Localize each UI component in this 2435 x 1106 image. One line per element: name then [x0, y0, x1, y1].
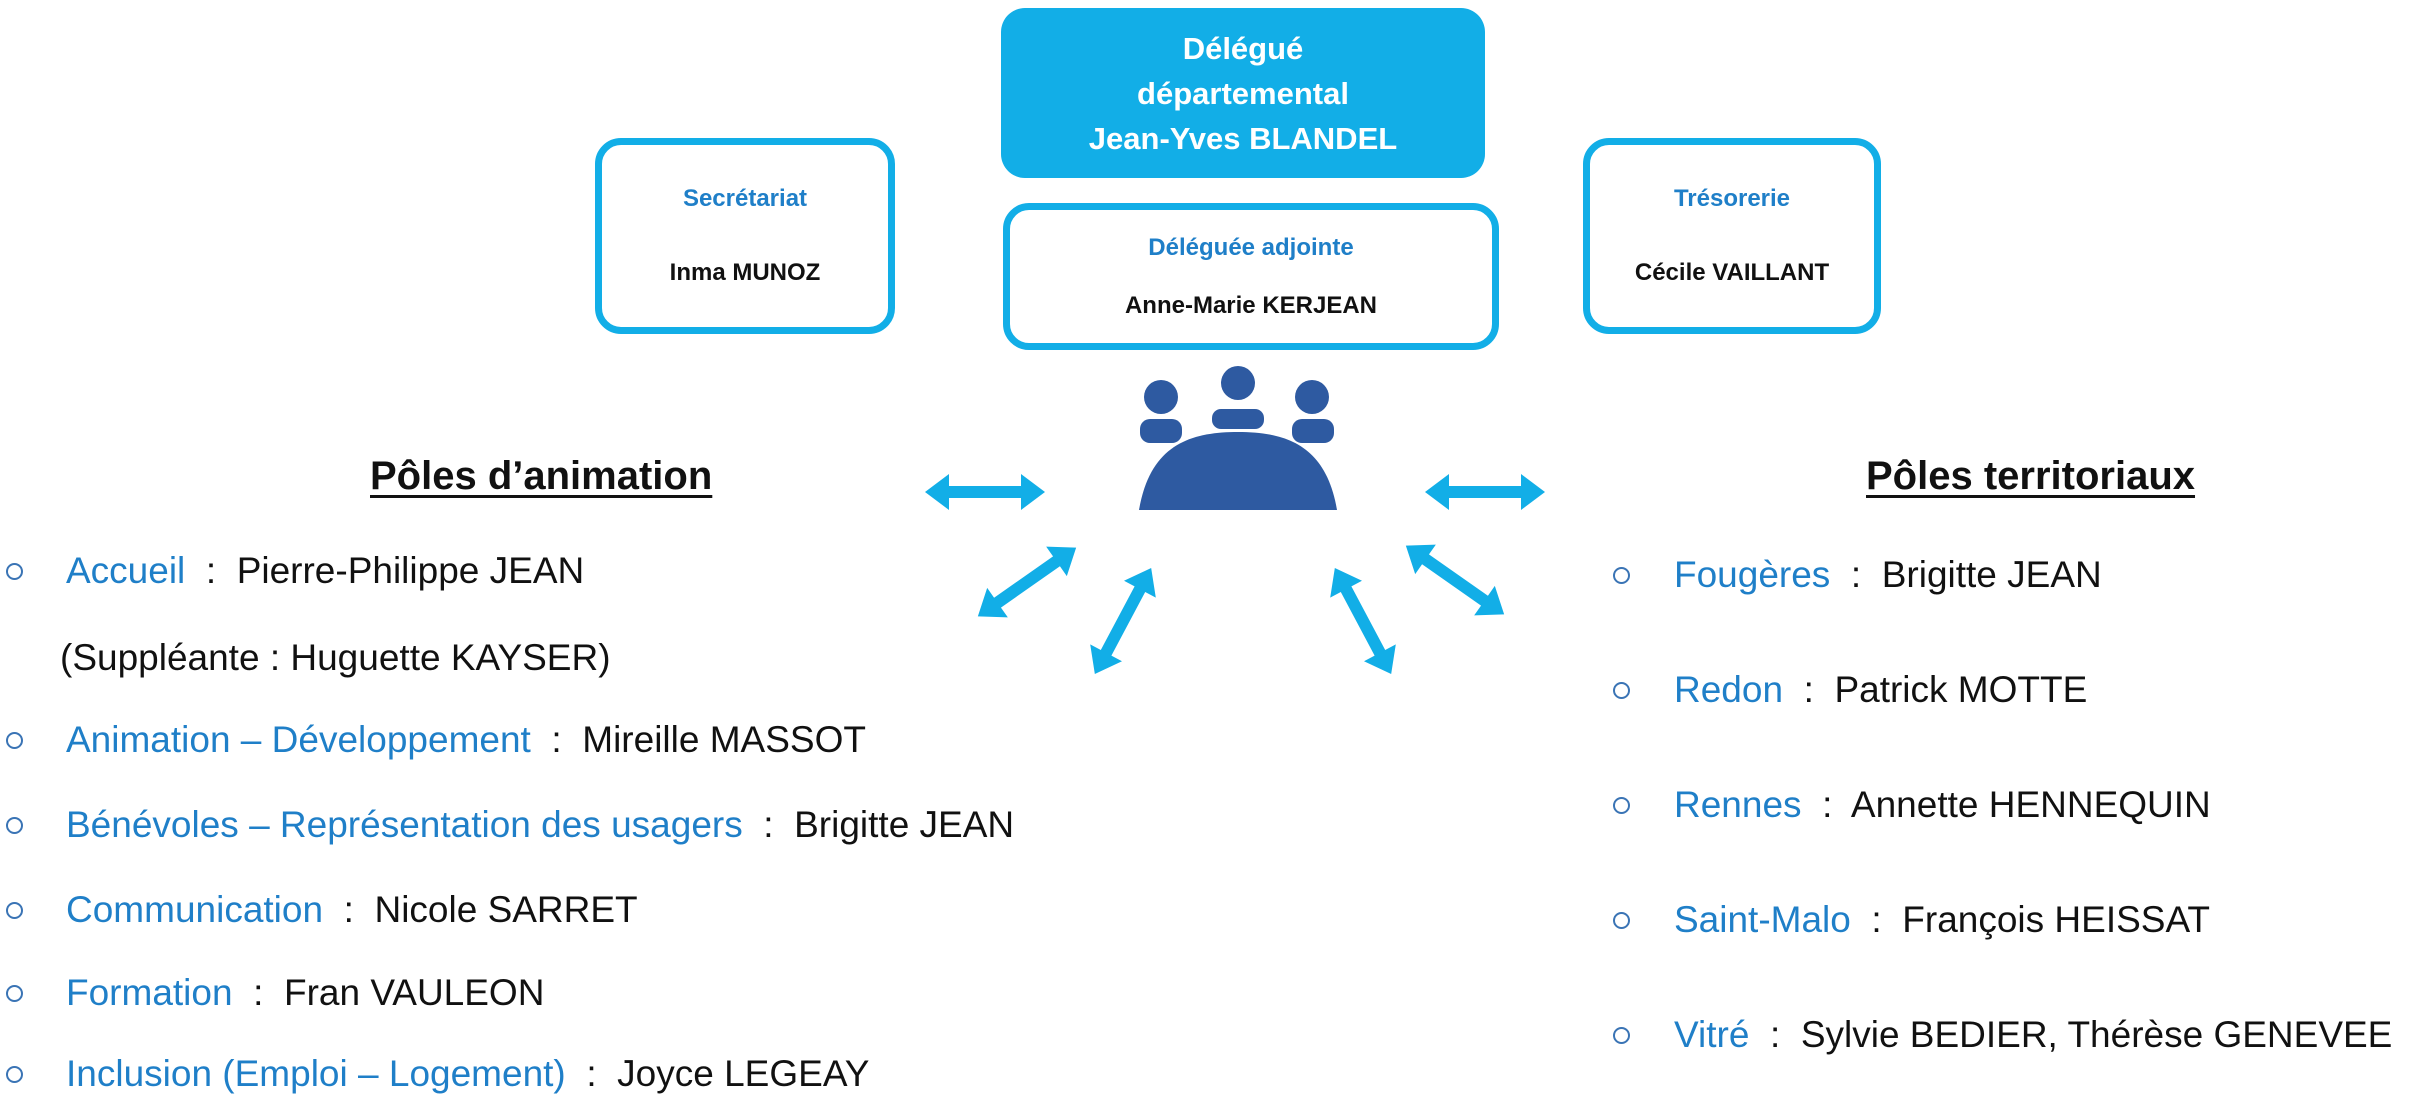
item-person: Pierre-Philippe JEAN: [236, 550, 585, 591]
territorial-heading: Pôles territoriaux: [1866, 454, 2196, 498]
item-label: Rennes: [1674, 784, 1802, 825]
item-label: Formation: [66, 972, 233, 1013]
bullet-icon: [6, 902, 23, 919]
item-label: Fougères: [1674, 554, 1831, 595]
item-separator: :: [1759, 1014, 1791, 1055]
item-person: Brigitte JEAN: [1881, 554, 2102, 595]
bullet-icon: [1613, 797, 1630, 814]
bullet-icon: [6, 563, 23, 580]
item-separator: :: [1861, 899, 1892, 940]
bullet-icon: [6, 1066, 23, 1083]
arrow-right-diagonal-2: [1395, 530, 1515, 630]
item-separator: :: [195, 550, 227, 591]
bullet-icon: [6, 732, 23, 749]
tresorerie-box: Trésorerie Cécile VAILLANT: [1583, 138, 1881, 334]
bullet-icon: [1613, 1027, 1630, 1044]
delegue-line1: Délégué: [1182, 30, 1304, 66]
arrow-left-diagonal-1: [967, 532, 1087, 632]
arrow-left-horizontal: [925, 474, 1045, 510]
substitute-text: (Suppléante : Huguette KAYSER): [60, 637, 611, 678]
item-separator: :: [1811, 784, 1843, 825]
item-separator: :: [576, 1053, 607, 1094]
item-separator: :: [1793, 669, 1825, 710]
item-person: Joyce LEGEAY: [617, 1053, 870, 1094]
delegue-departemental-box: Délégué départemental Jean-Yves BLANDEL: [1001, 8, 1485, 178]
arrow-right-horizontal: [1425, 474, 1545, 510]
item-label: Saint-Malo: [1674, 899, 1851, 940]
tresorerie-name: Cécile VAILLANT: [1634, 259, 1830, 286]
bullet-icon: [6, 817, 23, 834]
bullet-icon: [6, 985, 23, 1002]
item-person: Brigitte JEAN: [794, 804, 1015, 845]
secretariat-box: Secrétariat Inma MUNOZ: [595, 138, 895, 334]
secretariat-name: Inma MUNOZ: [669, 259, 821, 286]
item-person: Fran VAULEON: [283, 972, 545, 1013]
item-separator: :: [242, 972, 274, 1013]
item-person: François HEISSAT: [1902, 899, 2210, 940]
arrow-right-diagonal-1: [1318, 559, 1408, 683]
item-label: Inclusion (Emploi – Logement): [66, 1053, 566, 1094]
item-person: Sylvie BEDIER, Thérèse GENEVEE: [1800, 1014, 2393, 1055]
bullet-icon: [1613, 567, 1630, 584]
item-label: Animation – Développement: [66, 719, 531, 760]
item-label: Redon: [1674, 669, 1784, 710]
animation-heading: Pôles d’animation: [370, 454, 713, 498]
secretariat-title: Secrétariat: [682, 185, 808, 212]
adjointe-name: Anne-Marie KERJEAN: [1124, 291, 1378, 319]
item-person: Patrick MOTTE: [1834, 669, 2088, 710]
deleguee-adjointe-box: Déléguée adjointe Anne-Marie KERJEAN: [1003, 203, 1499, 350]
item-person: Annette HENNEQUIN: [1850, 784, 2211, 825]
arrow-left-diagonal-2: [1078, 559, 1168, 683]
adjointe-title: Déléguée adjointe: [1148, 233, 1354, 261]
item-separator: :: [541, 719, 572, 760]
item-label: Communication: [66, 889, 324, 930]
item-label: Accueil: [66, 550, 186, 591]
bullet-icon: [1613, 912, 1630, 929]
item-label: Vitré: [1674, 1014, 1750, 1055]
item-label: Bénévoles – Représentation des usagers: [66, 804, 743, 845]
item-separator: :: [333, 889, 365, 930]
bullet-icon: [1613, 682, 1630, 699]
item-separator: :: [753, 804, 784, 845]
tresorerie-title: Trésorerie: [1673, 185, 1791, 212]
delegue-name: Jean-Yves BLANDEL: [1088, 120, 1398, 156]
item-person: Nicole SARRET: [374, 889, 638, 930]
item-person: Mireille MASSOT: [582, 719, 866, 760]
item-separator: :: [1840, 554, 1872, 595]
delegue-line2: départemental: [1137, 75, 1349, 111]
group-meeting-icon: [1139, 366, 1337, 510]
